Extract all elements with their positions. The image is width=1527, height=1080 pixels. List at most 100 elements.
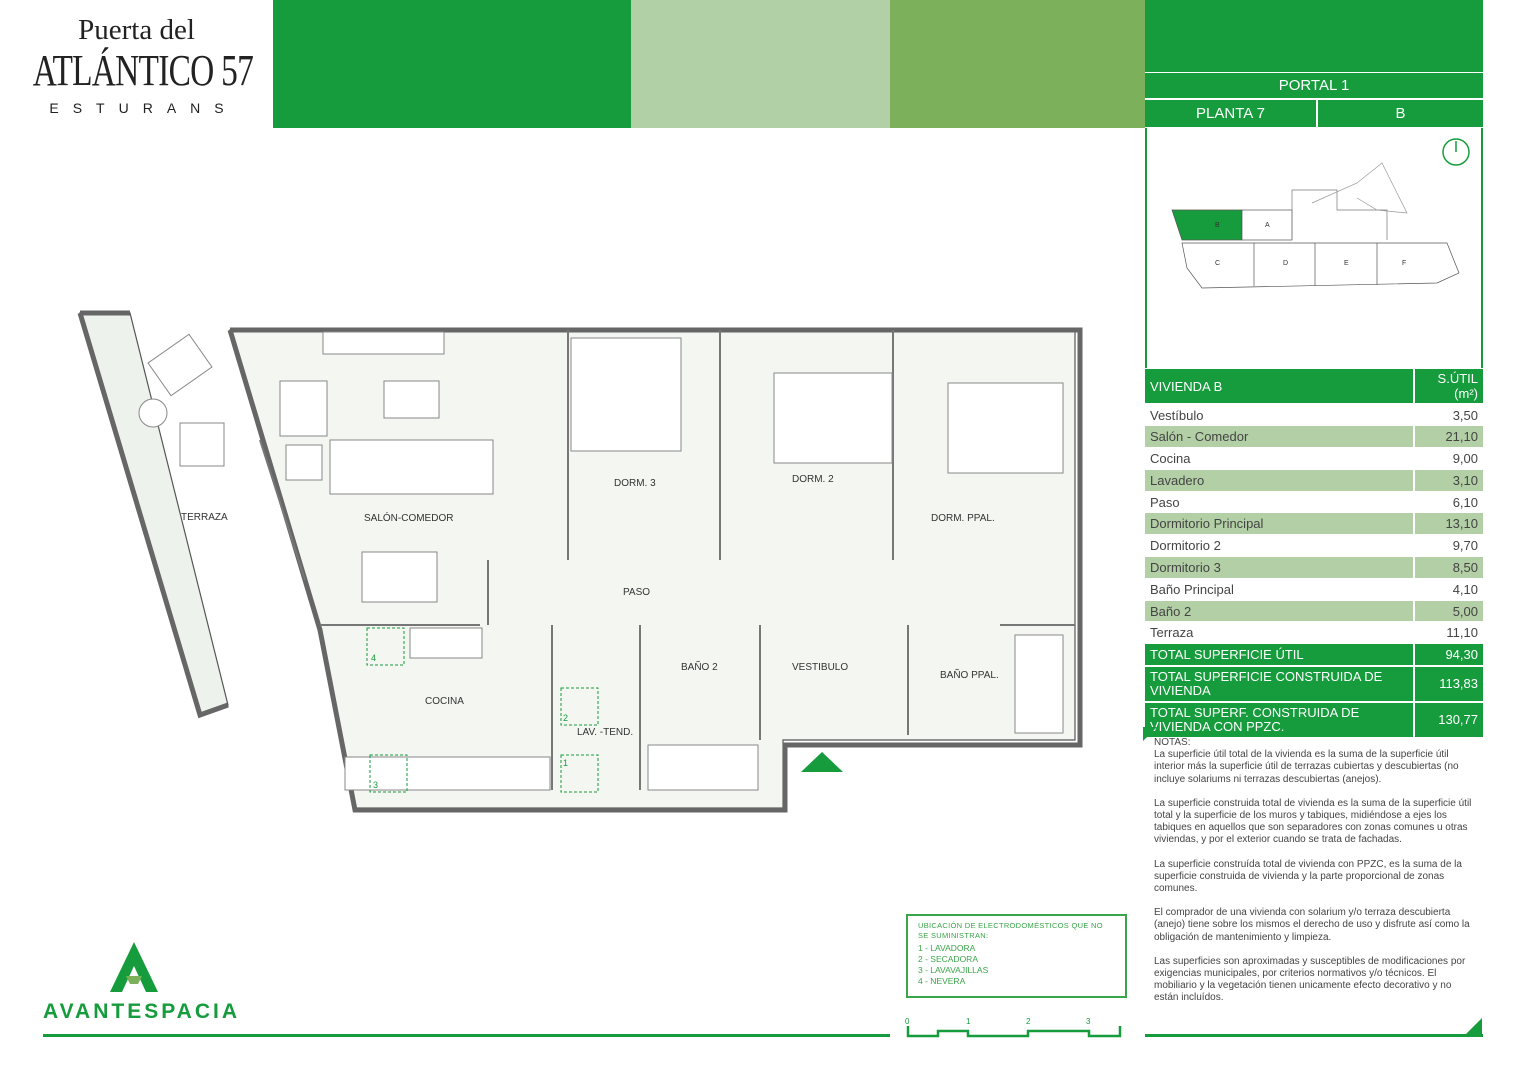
total-name: TOTAL SUPERF. CONSTRUIDA DE VIVIENDA CON… [1145,701,1414,739]
room-dorm3: DORM. 3 [614,478,656,489]
room-area: 21,10 [1412,425,1483,449]
table-header-name: VIVIENDA B [1145,369,1414,405]
legend-item: 3 - LAVAVAJILLAS [918,965,989,975]
legend-title: UBICACIÓN DE ELECTRODOMÉSTICOS QUE NO SE… [918,921,1103,940]
entrance-arrow-icon [801,752,843,772]
keyplan-label-d: D [1283,260,1288,267]
header-bar-2 [631,0,890,128]
footer-line [43,1034,890,1037]
room-name: Dormitorio 3 [1145,556,1414,579]
north-icon [1442,138,1470,166]
developer-name: AVANTESPACIA [43,1000,241,1023]
room-name: Vestíbulo [1145,404,1414,427]
room-area: 11,10 [1412,621,1483,645]
room-area: 5,00 [1412,600,1483,623]
room-area: 4,10 [1412,578,1483,601]
header-bar-1 [273,0,631,128]
room-name: Baño Principal [1145,578,1414,601]
room-area: 9,70 [1412,534,1483,558]
note-paragraph: La superficie construida total de vivien… [1154,797,1472,846]
room-cocina: COCINA [425,696,464,707]
room-dormppal: DORM. PPAL. [931,513,995,524]
total-value: 94,30 [1412,643,1483,667]
header-bar-4 [1145,0,1483,72]
total-name: TOTAL SUPERFICIE ÚTIL [1145,643,1414,667]
scale-tick: 1 [966,1017,971,1026]
note-paragraph: La superficie construída total de vivien… [1154,858,1462,895]
room-area: 13,10 [1412,512,1483,536]
keyplan-label-c: C [1215,260,1220,267]
appliance-legend: UBICACIÓN DE ELECTRODOMÉSTICOS QUE NO SE… [906,914,1127,998]
room-name: Salón - Comedor [1145,425,1414,449]
room-bano2: BAÑO 2 [681,660,718,673]
legend-item: 4 - NEVERA [918,976,966,986]
room-name: Paso [1145,491,1414,514]
brand-line-2: ATLÁNTICO 57 [32,46,254,95]
keyplan-label-f: F [1402,260,1406,267]
room-salon: SALÓN-COMEDOR [364,511,453,524]
marker-2: 2 [563,713,568,723]
keyplan-label-b: B [1215,222,1220,229]
total-name: TOTAL SUPERFICIE CONSTRUIDA DE VIVIENDA [1145,665,1414,703]
room-area: 8,50 [1412,556,1483,579]
key-plan-drawing: B A C D E F [1171,138,1470,289]
marker-3: 3 [373,780,378,790]
room-banoppal: BAÑO PPAL. [940,668,999,681]
keyplan-label-a: A [1265,222,1270,229]
note-paragraph: El comprador de una vivienda con solariu… [1154,907,1470,943]
legend-item: 2 - SECADORA [918,954,978,964]
total-row: TOTAL SUPERF. CONSTRUIDA DE VIVIENDA CON… [1145,701,1483,739]
developer-logo-icon [110,942,158,992]
planta-label: PLANTA 7 [1145,100,1316,127]
brand-line-3: ESTURANS [49,100,238,116]
total-value: 113,83 [1412,665,1483,703]
room-paso: PASO [623,587,650,598]
marker-1: 1 [563,758,568,768]
room-area: 9,00 [1412,447,1483,470]
scale-tick: 2 [1026,1017,1031,1026]
scale-tick: 3 [1086,1017,1091,1026]
room-area: 6,10 [1412,491,1483,514]
key-plan: B A C D E F [1145,128,1483,368]
room-name: Dormitorio 2 [1145,534,1414,558]
keyplan-label-e: E [1344,260,1349,267]
unit-b-highlight [1171,209,1243,241]
room-terraza: TERRAZA [181,512,228,523]
corner-mark [1464,1018,1482,1036]
brand-line-1: Puerta del [78,14,195,46]
room-name: Terraza [1145,621,1414,645]
room-name: Baño 2 [1145,600,1414,623]
footer-line [1145,1034,1483,1037]
scale-bar: 0 1 2 3 [905,1017,1122,1038]
room-name: Cocina [1145,447,1414,470]
scale-tick: 0 [905,1017,910,1026]
corner-mark [1143,727,1157,741]
table-header-value: S.ÚTIL (m²) [1412,369,1483,405]
room-area: 3,10 [1412,469,1483,492]
notes-title: NOTAS: [1154,737,1191,748]
room-dorm2: DORM. 2 [792,474,834,485]
portal-label: PORTAL 1 [1145,73,1483,98]
marker-4: 4 [371,653,376,663]
header-bar-3 [890,0,1145,128]
note-paragraph: La superficie útil total de la vivienda … [1154,749,1459,785]
total-value: 130,77 [1412,701,1483,739]
room-name: Lavadero [1145,469,1414,492]
notes: NOTAS: La superficie útil total de la vi… [1154,737,1474,1017]
room-lav: LAV. -TEND. [577,727,633,738]
floor-plan: 4 2 1 3 TERRAZA SALÓN-COMEDOR DORM. 3 DO… [77,310,1083,813]
legend-item: 1 - LAVADORA [918,943,976,953]
room-area: 3,50 [1412,404,1483,427]
